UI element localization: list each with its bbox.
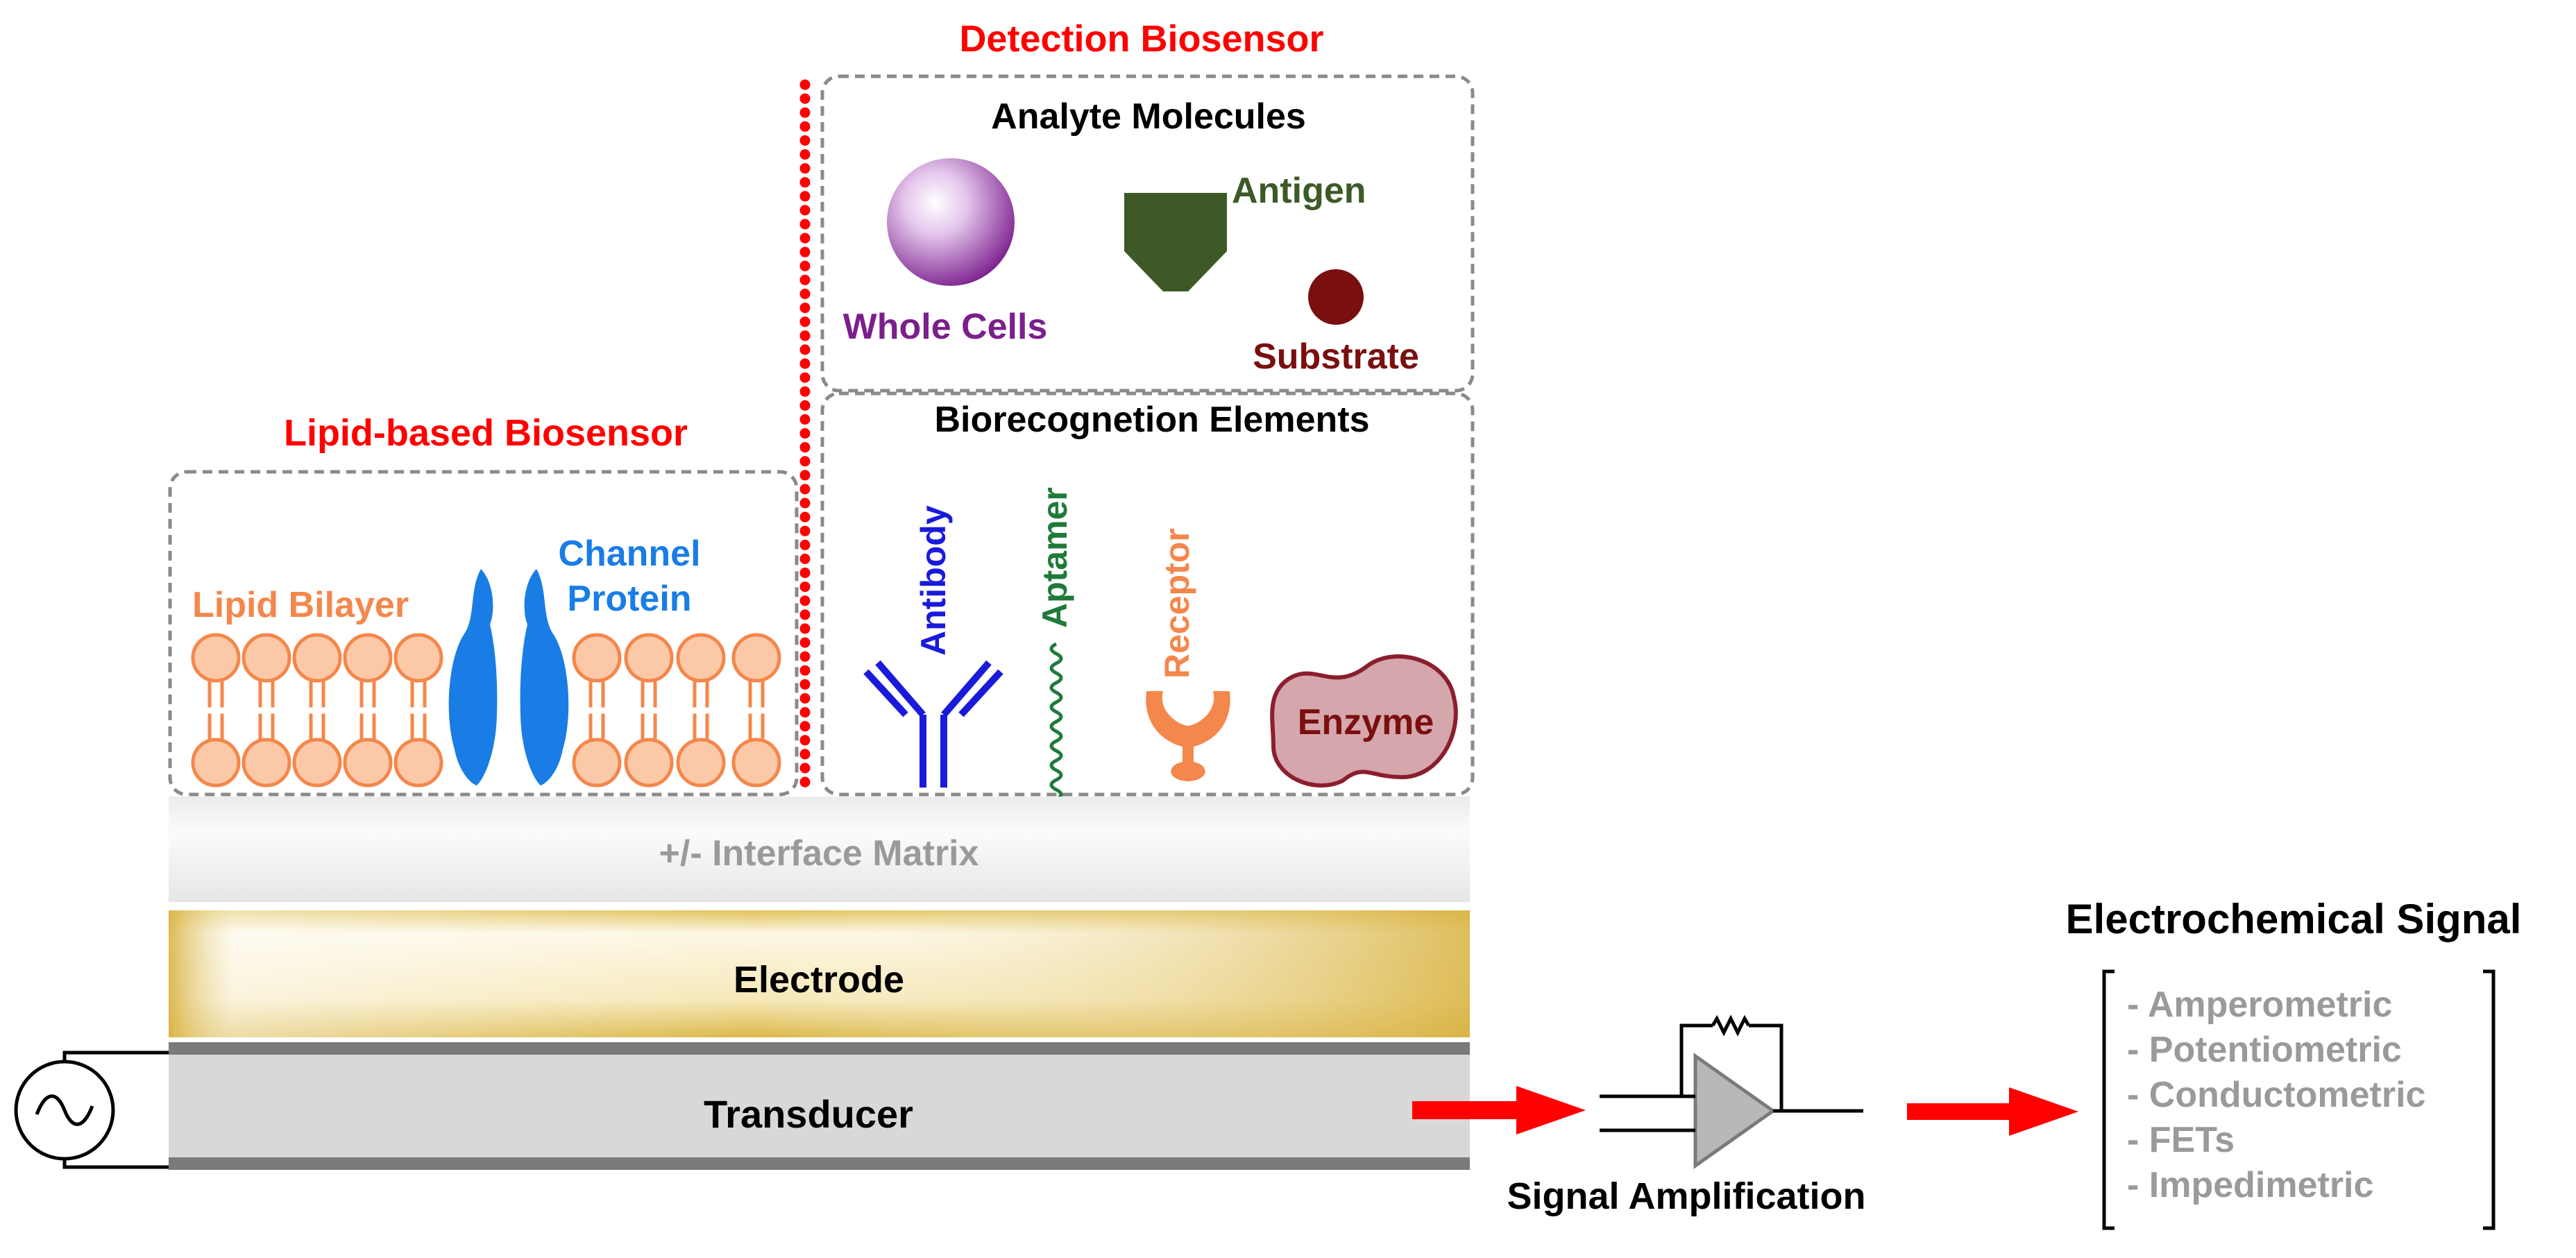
analyte-molecules-title: Analyte Molecules xyxy=(991,96,1306,137)
antibody-icon xyxy=(863,660,1003,788)
signal-bracket-right-icon xyxy=(2483,969,2496,1230)
biorecognition-elements-title: Biorecognetion Elements xyxy=(935,400,1370,440)
aptamer-strand-icon xyxy=(1049,642,1063,801)
whole-cells-label: Whole Cells xyxy=(843,307,1048,347)
arrow-to-amplifier-icon xyxy=(1412,1086,1586,1134)
receptor-label: Receptor xyxy=(1158,528,1196,679)
antigen-label: Antigen xyxy=(1232,171,1366,211)
lipid-biosensor-title: Lipid-based Biosensor xyxy=(284,412,688,454)
signal-type-item: - Potentiometric xyxy=(2127,1030,2402,1070)
signal-types-list: - Amperometric - Potentiometric - Conduc… xyxy=(2127,985,2425,1205)
transducer-label: Transducer xyxy=(704,1092,913,1136)
substrate-label: Substrate xyxy=(1253,337,1419,377)
signal-bracket-left-icon xyxy=(2102,969,2115,1230)
op-amp-icon xyxy=(1600,1014,1863,1169)
ac-source-icon xyxy=(14,1051,169,1169)
lipid-bilayer-left-icon xyxy=(193,635,441,785)
signal-type-item: - Conductometric xyxy=(2127,1075,2425,1115)
channel-protein-left-icon xyxy=(448,569,498,785)
interface-matrix-label: +/- Interface Matrix xyxy=(659,833,979,874)
interface-matrix-layer xyxy=(169,797,1470,902)
signal-type-item: - FETs xyxy=(2127,1120,2235,1160)
signal-amplification-label: Signal Amplification xyxy=(1507,1175,1865,1217)
channel-protein-right-icon xyxy=(520,569,569,785)
signal-type-item: - Impedimetric xyxy=(2127,1165,2373,1205)
antibody-label: Antibody xyxy=(914,505,953,656)
channel-protein-label-line2: Protein xyxy=(567,579,691,619)
signal-type-item: - Amperometric xyxy=(2127,985,2392,1025)
transducer-top-edge xyxy=(169,1042,1470,1055)
lipid-biosensor-box xyxy=(168,470,799,797)
whole-cell-icon xyxy=(887,158,1015,286)
antigen-icon xyxy=(1124,193,1227,291)
receptor-icon xyxy=(1146,691,1230,781)
substrate-icon xyxy=(1308,269,1364,325)
transducer-bottom-edge xyxy=(169,1157,1470,1170)
electrode-sheen xyxy=(169,910,1470,1037)
analyte-molecules-box xyxy=(820,74,1475,393)
arrow-to-signal-icon xyxy=(1907,1087,2078,1136)
enzyme-icon xyxy=(1270,654,1458,788)
aptamer-label: Aptamer xyxy=(1035,487,1074,628)
detection-biosensor-title: Detection Biosensor xyxy=(959,18,1323,60)
lipid-bilayer-right-icon xyxy=(574,635,779,785)
transducer-layer xyxy=(169,1042,1470,1170)
enzyme-label: Enzyme xyxy=(1298,702,1434,742)
channel-protein-label-line1: Channel xyxy=(558,534,700,574)
electrode-label: Electrode xyxy=(734,959,904,1001)
electrochemical-signal-title: Electrochemical Signal xyxy=(2066,896,2522,942)
biorecognition-elements-box xyxy=(820,391,1475,797)
lipid-bilayer-label: Lipid Bilayer xyxy=(192,585,409,625)
